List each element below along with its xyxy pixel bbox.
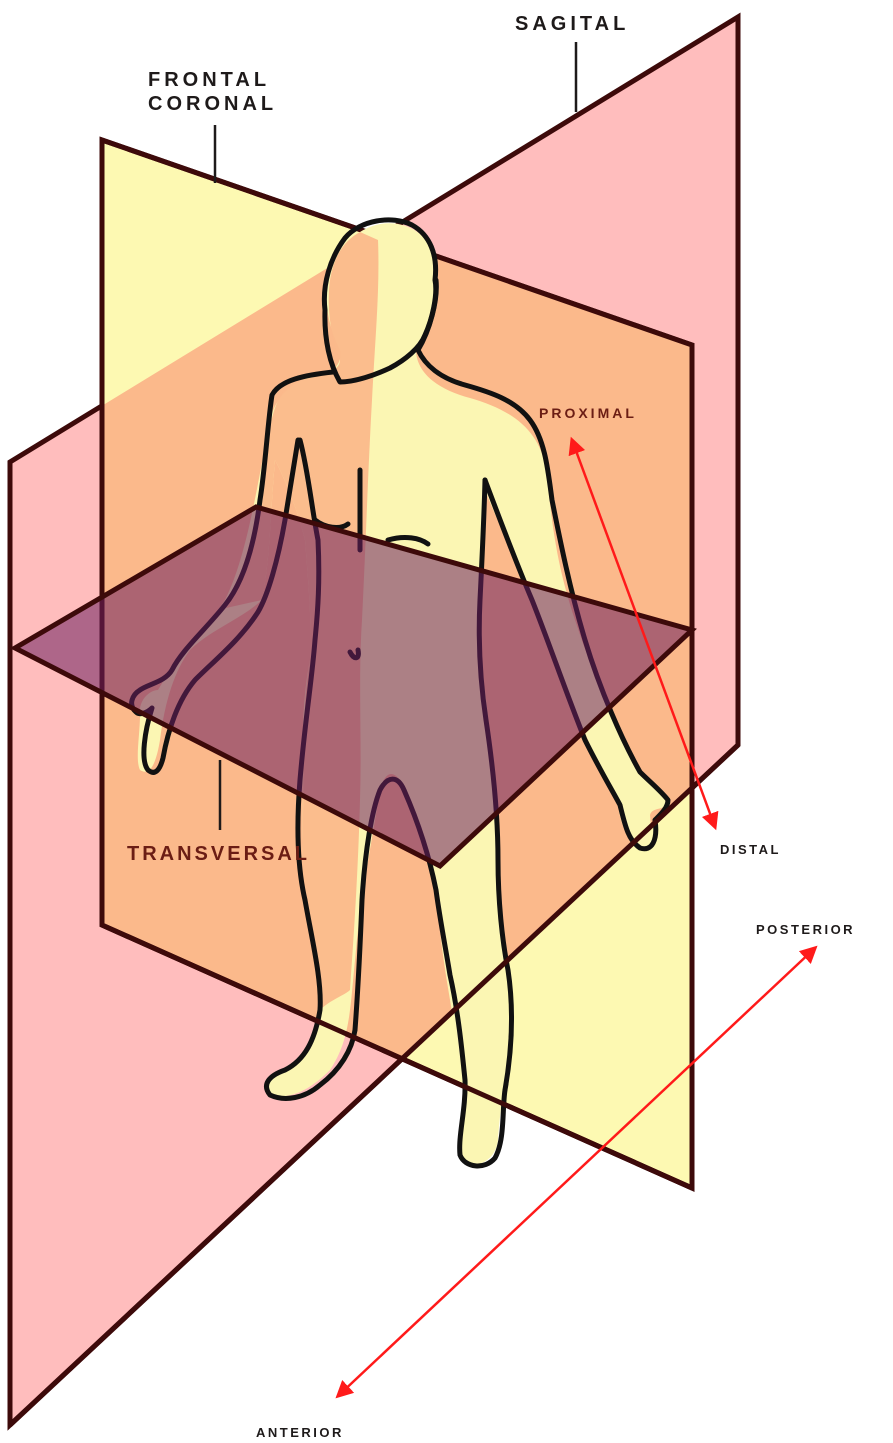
transverse-label: TRANSVERSAL xyxy=(127,843,310,865)
distal-label: DISTAL xyxy=(720,842,781,857)
anterior-label: ANTERIOR xyxy=(256,1425,344,1440)
frontal-label: FRONTAL xyxy=(148,69,270,91)
posterior-label: POSTERIOR xyxy=(756,922,855,937)
sagittal-label: SAGITAL xyxy=(515,13,629,35)
coronal-label: CORONAL xyxy=(148,93,277,115)
proximal-label: PROXIMAL xyxy=(539,405,637,421)
